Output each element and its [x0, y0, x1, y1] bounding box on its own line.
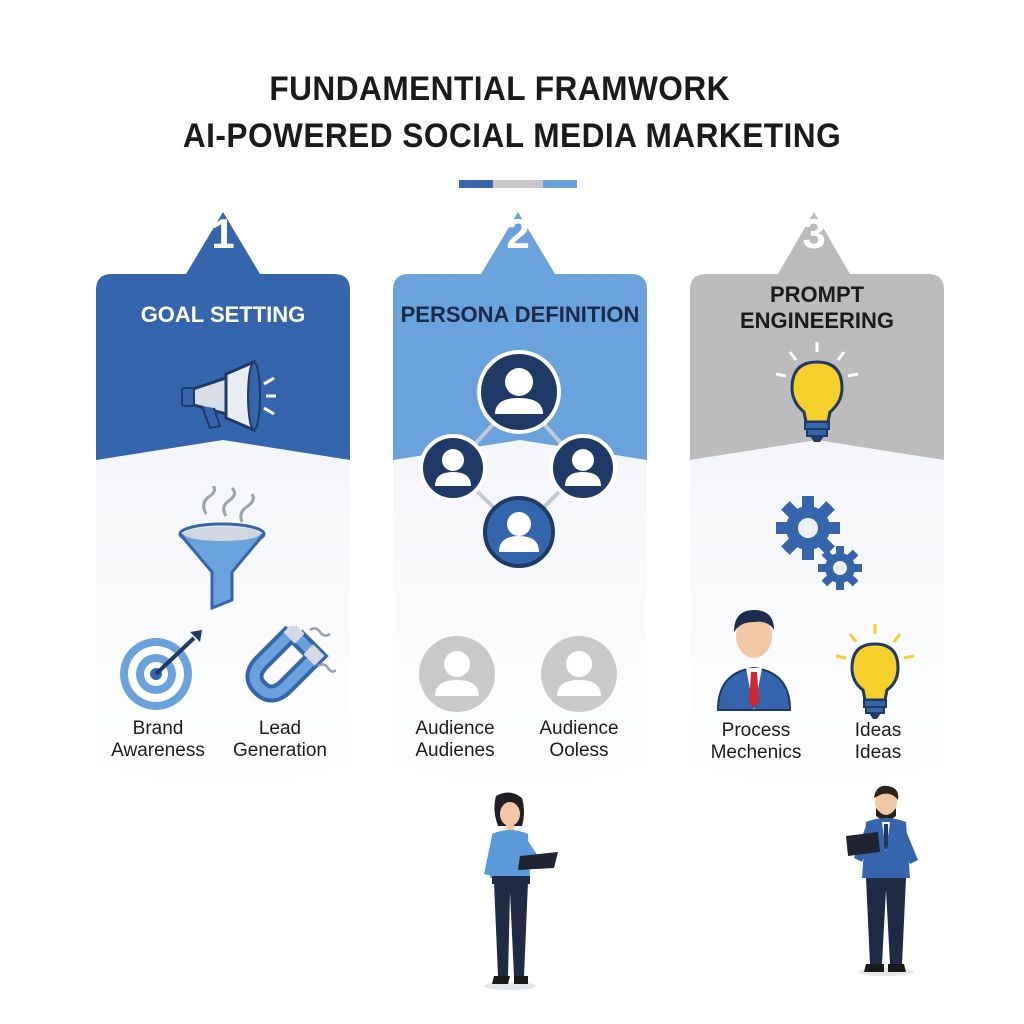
user-icon: [419, 636, 495, 712]
woman-with-laptop-illustration: [484, 792, 558, 990]
item-label-audience-2: Audience Ooless: [539, 718, 619, 761]
lightbulb-icon: [775, 342, 859, 442]
user-icon: [419, 434, 487, 502]
column-persona-definition: 2 PERSONA DEFINITION: [393, 208, 647, 803]
magnet-icon: [245, 626, 336, 703]
column-prompt-engineering: 3 PROMPT ENGINEERING: [690, 208, 944, 803]
user-icon: [483, 496, 555, 568]
step-number-1: 1: [211, 210, 235, 257]
man-with-laptop-illustration: [846, 785, 918, 976]
item-label-ideas: Ideas Ideas: [854, 720, 902, 763]
lightbulb-icon: [835, 624, 915, 719]
funnel-icon: [178, 486, 266, 610]
user-icon: [541, 636, 617, 712]
item-label-process-mechanics: Process Mechenics: [710, 720, 802, 763]
accent-divider: [459, 180, 577, 188]
step-number-3: 3: [802, 210, 826, 257]
column-title-goal-setting: GOAL SETTING: [140, 302, 306, 327]
page-subtitle: AI-POWERED SOCIAL MEDIA MARKETING: [182, 117, 842, 155]
item-label-brand-awareness: Brand Awareness: [111, 718, 205, 761]
user-icon: [477, 350, 561, 434]
businessman-icon: [716, 610, 792, 711]
user-icon: [549, 434, 617, 502]
column-goal-setting: 1 GOAL SETTING Brand Aw: [96, 208, 350, 803]
step-number-2: 2: [506, 210, 530, 257]
target-icon: [120, 630, 202, 710]
gears-icon: [776, 496, 862, 590]
item-label-lead-generation: Lead Generation: [232, 718, 327, 761]
column-title-persona-definition: PERSONA DEFINITION: [400, 302, 640, 327]
megaphone-icon: [181, 359, 276, 433]
page-title: FUNDAMENTIAL FRAMWORK: [269, 70, 731, 108]
title-block: FUNDAMENTIAL FRAMWORK AI-POWERED SOCIAL …: [0, 70, 1024, 156]
persona-network: [419, 350, 617, 568]
item-label-audience-1: Audience Audienes: [415, 718, 495, 761]
column-title-prompt-engineering: PROMPT ENGINEERING: [739, 282, 895, 333]
